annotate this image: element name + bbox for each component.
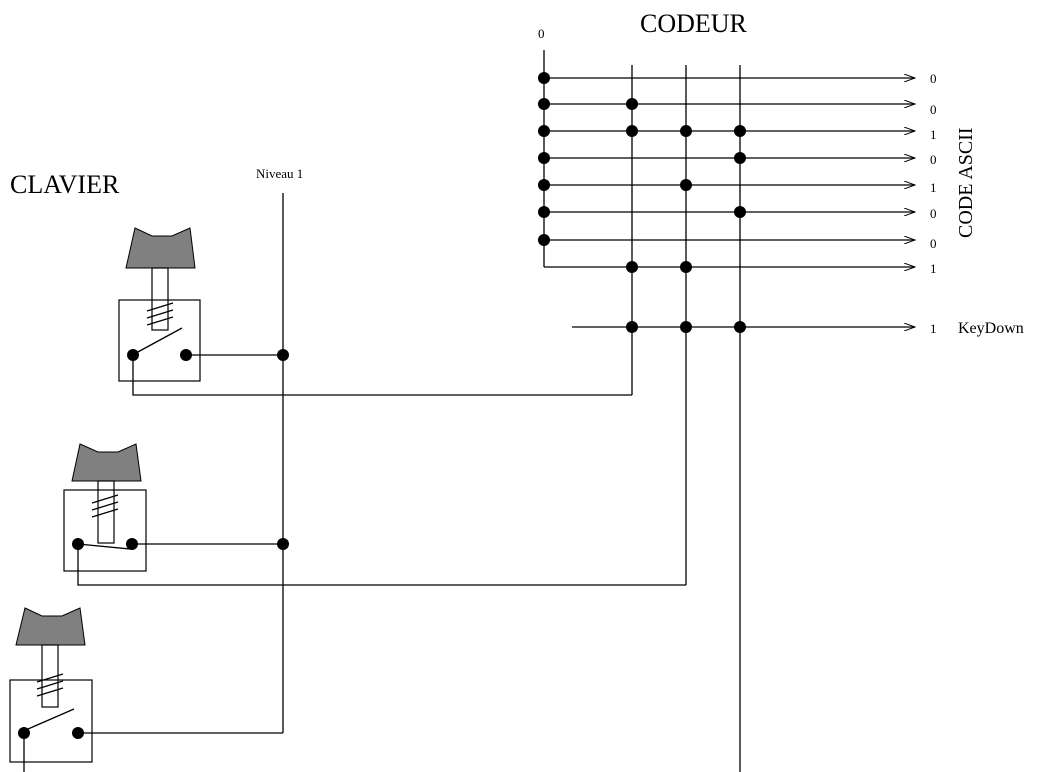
key-stem-2 [97,480,115,544]
codeur-title: CODEUR [640,9,748,38]
junction-dot [626,125,638,137]
key-stem-1 [151,267,169,331]
junction-dot [734,125,746,137]
bit-value-4: 1 [930,180,937,195]
bit-value-3: 0 [930,152,937,167]
switch-housing-1 [118,299,201,382]
key-switch-3 [9,607,283,772]
junction-dot [538,234,550,246]
output-bit-lines [544,78,915,327]
code-ascii-label: CODE ASCII [955,127,977,238]
junction-dot [538,125,550,137]
niveau-label: Niveau 1 [256,166,303,181]
junction-dot [680,179,692,191]
keydown-value: 1 [930,321,937,336]
keycap-3 [15,607,86,646]
clavier-title: CLAVIER [10,170,120,199]
key-switch-1 [118,227,632,396]
bit-value-2: 1 [930,127,937,142]
bit-value-6: 0 [930,236,937,251]
keydown-label: KeyDown [958,320,1024,337]
bit-value-5: 0 [930,206,937,221]
bit-value-7: 1 [930,261,937,276]
switch-housing-2 [63,489,147,572]
junction-dot [680,125,692,137]
junction-dot [538,72,550,84]
junction-dot [734,206,746,218]
keycap-1 [125,227,196,269]
output-bit-values: 0 0 1 0 1 0 0 1 1 [930,71,937,336]
junction-dot [626,261,638,273]
junction-dot [538,98,550,110]
junction-dot [538,179,550,191]
encoder-connection-dots [538,72,746,333]
key-switch-2 [63,443,686,586]
junction-dot [626,321,638,333]
switch-housing-3 [9,679,93,763]
junction-dot [626,98,638,110]
junction-dot [538,152,550,164]
keycap-2 [71,443,142,482]
junction-dot [680,321,692,333]
junction-dot [734,321,746,333]
junction-dot [680,261,692,273]
junction-dot [538,206,550,218]
bit-value-1: 0 [930,102,937,117]
bit-value-0: 0 [930,71,937,86]
junction-dot [734,152,746,164]
input-zero-label: 0 [538,26,545,41]
